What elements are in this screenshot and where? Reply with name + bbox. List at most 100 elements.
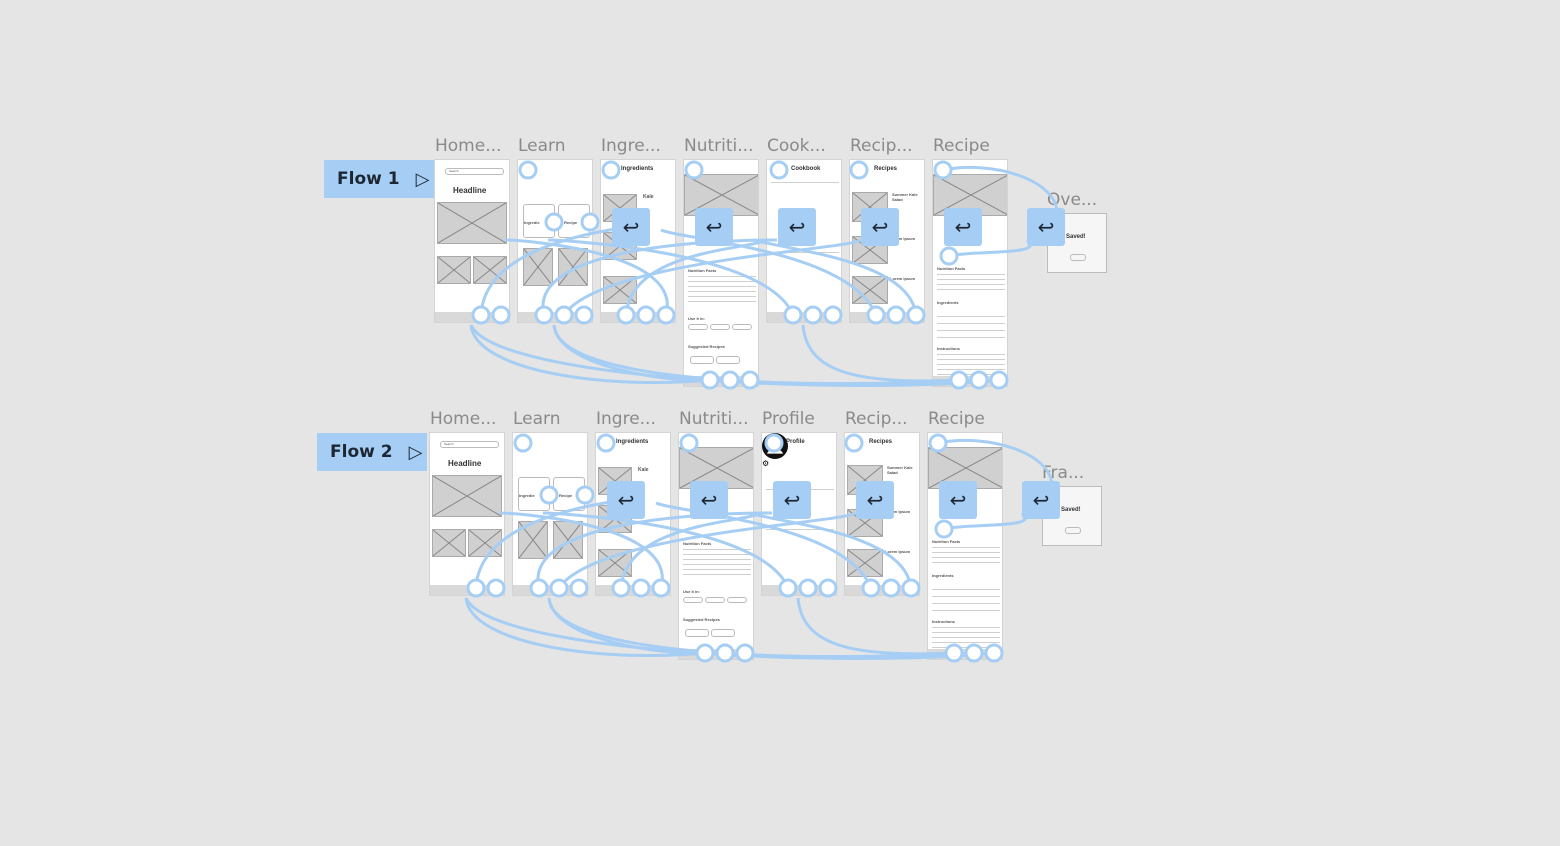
- connector-node[interactable]: [695, 643, 715, 663]
- connector-node[interactable]: [539, 485, 559, 505]
- suggested-recipe-pill[interactable]: [711, 629, 735, 637]
- connector-node[interactable]: [491, 305, 511, 325]
- back-button[interactable]: ↩: [773, 481, 811, 519]
- back-button[interactable]: ↩: [778, 208, 816, 246]
- connector-node[interactable]: [684, 160, 704, 180]
- connector-node[interactable]: [466, 578, 486, 598]
- connector-node[interactable]: [549, 578, 569, 598]
- back-button[interactable]: ↩: [1022, 481, 1060, 519]
- frame-title[interactable]: Home...: [435, 136, 502, 156]
- connector-node[interactable]: [769, 160, 789, 180]
- connector-node[interactable]: [631, 578, 651, 598]
- back-button[interactable]: ↩: [612, 208, 650, 246]
- frame-title[interactable]: Recip...: [845, 409, 908, 429]
- connector-node[interactable]: [844, 433, 864, 453]
- frame-title[interactable]: Cook...: [767, 136, 826, 156]
- back-button[interactable]: ↩: [944, 208, 982, 246]
- connector-node[interactable]: [656, 305, 676, 325]
- back-button[interactable]: ↩: [690, 481, 728, 519]
- connector-node[interactable]: [901, 578, 921, 598]
- connector-node[interactable]: [529, 578, 549, 598]
- connector-node[interactable]: [574, 305, 594, 325]
- frame-title[interactable]: Recip...: [850, 136, 913, 156]
- back-button[interactable]: ↩: [856, 481, 894, 519]
- connector-node[interactable]: [818, 578, 838, 598]
- gear-icon[interactable]: ⚙: [762, 459, 770, 468]
- frame-title[interactable]: Recipe: [933, 136, 990, 156]
- connector-node[interactable]: [651, 578, 671, 598]
- flow-start-button[interactable]: Flow 1▷: [324, 160, 434, 198]
- connector-node[interactable]: [823, 305, 843, 325]
- frame-title[interactable]: Home...: [430, 409, 497, 429]
- frame-title[interactable]: Nutriti...: [684, 136, 754, 156]
- connector-node[interactable]: [569, 578, 589, 598]
- frame-title[interactable]: Ingre...: [601, 136, 661, 156]
- connector-node[interactable]: [849, 160, 869, 180]
- connector-node[interactable]: [596, 433, 616, 453]
- connector-node[interactable]: [886, 305, 906, 325]
- dismiss-button[interactable]: [1070, 254, 1086, 261]
- connector-node[interactable]: [679, 433, 699, 453]
- connector-node[interactable]: [861, 578, 881, 598]
- frame-title[interactable]: Ingre...: [596, 409, 656, 429]
- connector-node[interactable]: [803, 305, 823, 325]
- connector-node[interactable]: [601, 160, 621, 180]
- connector-node[interactable]: [471, 305, 491, 325]
- back-button[interactable]: ↩: [939, 481, 977, 519]
- connector-node[interactable]: [636, 305, 656, 325]
- connector-node[interactable]: [544, 212, 564, 232]
- tag-pill[interactable]: [732, 324, 752, 330]
- connector-node[interactable]: [611, 578, 631, 598]
- connector-node[interactable]: [906, 305, 926, 325]
- frame-title[interactable]: Learn: [513, 409, 561, 429]
- play-icon[interactable]: ▷: [408, 441, 423, 463]
- connector-node[interactable]: [798, 578, 818, 598]
- connector-node[interactable]: [964, 643, 984, 663]
- tag-pill[interactable]: [688, 324, 708, 330]
- frame-title[interactable]: Recipe: [928, 409, 985, 429]
- connector-node[interactable]: [984, 643, 1004, 663]
- connector-node[interactable]: [715, 643, 735, 663]
- back-button[interactable]: ↩: [1027, 208, 1065, 246]
- dismiss-button[interactable]: [1065, 527, 1081, 534]
- connector-node[interactable]: [949, 370, 969, 390]
- frame-title[interactable]: Learn: [518, 136, 566, 156]
- connector-node[interactable]: [989, 370, 1009, 390]
- connector-node[interactable]: [575, 485, 595, 505]
- tag-pill[interactable]: [683, 597, 703, 603]
- connector-node[interactable]: [944, 643, 964, 663]
- connector-node[interactable]: [969, 370, 989, 390]
- connector-node[interactable]: [534, 305, 554, 325]
- connector-node[interactable]: [881, 578, 901, 598]
- back-button[interactable]: ↩: [695, 208, 733, 246]
- suggested-recipe-pill[interactable]: [685, 629, 709, 637]
- connector-node[interactable]: [700, 370, 720, 390]
- connector-node[interactable]: [513, 433, 533, 453]
- tag-pill[interactable]: [710, 324, 730, 330]
- flow-start-button[interactable]: Flow 2▷: [317, 433, 427, 471]
- tag-pill[interactable]: [727, 597, 747, 603]
- suggested-recipe-pill[interactable]: [716, 356, 740, 364]
- connector-node[interactable]: [934, 519, 954, 539]
- back-button[interactable]: ↩: [607, 481, 645, 519]
- connector-node[interactable]: [616, 305, 636, 325]
- connector-node[interactable]: [866, 305, 886, 325]
- connector-node[interactable]: [928, 433, 948, 453]
- connector-node[interactable]: [764, 433, 784, 453]
- connector-node[interactable]: [720, 370, 740, 390]
- connector-node[interactable]: [933, 160, 953, 180]
- connector-node[interactable]: [486, 578, 506, 598]
- connector-node[interactable]: [554, 305, 574, 325]
- back-button[interactable]: ↩: [861, 208, 899, 246]
- connector-node[interactable]: [783, 305, 803, 325]
- connector-node[interactable]: [740, 370, 760, 390]
- connector-node[interactable]: [778, 578, 798, 598]
- play-icon[interactable]: ▷: [415, 168, 430, 190]
- connector-node[interactable]: [939, 246, 959, 266]
- frame-title[interactable]: Nutriti...: [679, 409, 749, 429]
- overlay-title[interactable]: Fra...: [1042, 463, 1085, 483]
- overlay-title[interactable]: Ove...: [1047, 190, 1098, 210]
